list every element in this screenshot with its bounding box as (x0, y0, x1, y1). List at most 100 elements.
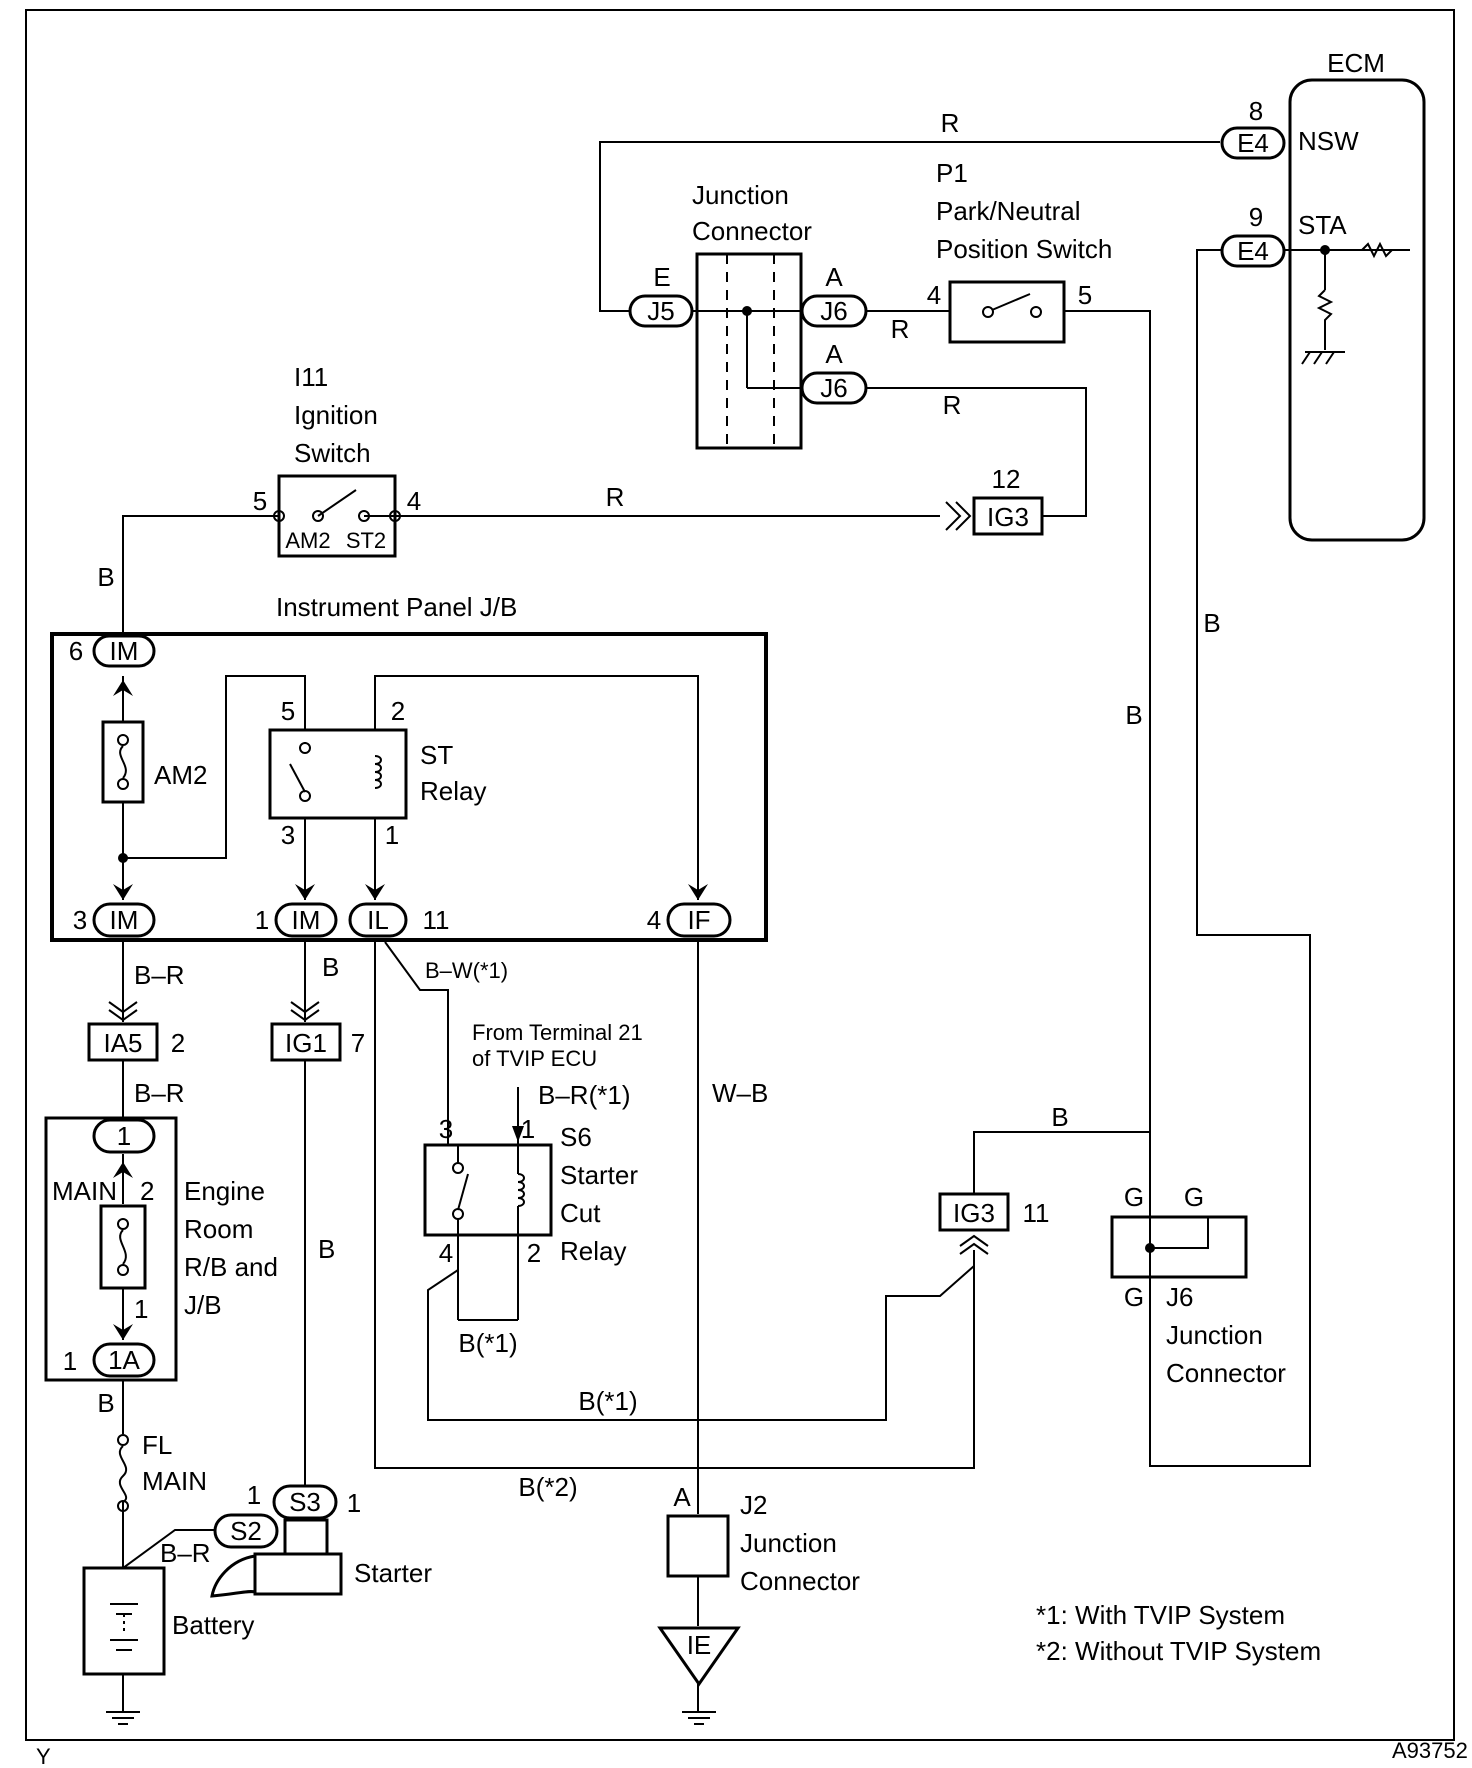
wire-br-ia5: B–R (134, 1078, 185, 1108)
wire-b-ig1: B (322, 952, 339, 982)
nsw-connector-label: E4 (1237, 128, 1269, 158)
s6-p1: 1 (521, 1114, 535, 1144)
er-top-label: 1 (117, 1121, 131, 1151)
s6-line2: Cut (560, 1198, 601, 1228)
figure-id: A93752 (1392, 1738, 1468, 1763)
j5-label: J5 (647, 296, 674, 326)
wire-r-j6b: R (943, 390, 962, 420)
wire-b-ig3: B (1051, 1102, 1068, 1132)
im-top-pin: 6 (69, 636, 83, 666)
im-top-label: IM (110, 636, 139, 666)
nsw-pin: 8 (1249, 96, 1263, 126)
sta-pin: 9 (1249, 202, 1263, 232)
j2-line2: Connector (740, 1566, 860, 1596)
wire-labels: R R R R B B B B–R B B–W(*1) B–R B B–R(*1… (97, 108, 1220, 1568)
st-relay (268, 728, 408, 820)
fl-line2: MAIN (142, 1466, 207, 1496)
il-pin: 11 (423, 905, 450, 935)
er-1a-pin: 1 (63, 1346, 77, 1376)
j5-tag: E (653, 262, 670, 292)
ig1-label: IG1 (285, 1028, 327, 1058)
er-line3: R/B and (184, 1252, 278, 1282)
jc-top-line1: Junction (692, 180, 789, 210)
ign-pin-left: 5 (253, 486, 267, 516)
pn-code: P1 (936, 158, 968, 188)
ecm: ECM E4 8 NSW E4 9 STA (1220, 48, 1426, 542)
j6-bottom-junction: G G G J6 Junction Connector (1110, 1182, 1286, 1388)
footnotes: *1: With TVIP System *2: Without TVIP Sy… (1036, 1600, 1321, 1666)
er-p1: 1 (134, 1294, 148, 1324)
s2-connector (213, 1513, 279, 1549)
im-bm-pin: 1 (255, 905, 269, 935)
s6-line1: Starter (560, 1160, 638, 1190)
wire-b1-relay: B(*1) (458, 1328, 517, 1358)
instrument-panel-jb: Instrument Panel J/B IM 6 AM2 ST Relay 5… (50, 592, 768, 942)
wire-b-fl: B (97, 1388, 114, 1418)
junction-connector-top: Junction Connector J5 E J6 A J6 A (628, 180, 868, 450)
nsw-connector (1220, 126, 1286, 160)
if-connector (666, 902, 732, 938)
ig3-top-pin: 12 (992, 464, 1021, 494)
fl-line1: FL (142, 1430, 172, 1460)
corner-left-mark: Y (36, 1744, 51, 1768)
am2-label: AM2 (154, 760, 207, 790)
ig3-top-label: IG3 (987, 502, 1029, 532)
st-relay-line1: ST (420, 740, 453, 770)
s2-label: S2 (230, 1516, 262, 1546)
st-relay-p3: 3 (281, 820, 295, 850)
s3-right: 1 (347, 1488, 361, 1518)
j6a-tag: A (825, 262, 843, 292)
j2-line1: Junction (740, 1528, 837, 1558)
j6a-label: J6 (820, 296, 847, 326)
sta-connector-label: E4 (1237, 236, 1269, 266)
im-bm-label: IM (292, 905, 321, 935)
ground-ie-label: IE (687, 1630, 712, 1660)
fusible-link: FL MAIN (117, 1430, 207, 1512)
ig1-connector: IG1 7 (270, 1001, 365, 1062)
nsw-label: NSW (1298, 126, 1359, 156)
st-relay-p1: 1 (385, 820, 399, 850)
starter-cut-relay: From Terminal 21 of TVIP ECU 3 1 4 2 S6 … (423, 1020, 643, 1268)
s6-from2: of TVIP ECU (472, 1046, 597, 1071)
battery-label: Battery (172, 1610, 254, 1640)
ipjb-title: Instrument Panel J/B (276, 592, 517, 622)
ign-t-st2: ST2 (346, 528, 386, 553)
st-relay-p5: 5 (281, 696, 295, 726)
ig3-bot-label: IG3 (953, 1198, 995, 1228)
im-bl-label: IM (110, 905, 139, 935)
ecm-title: ECM (1327, 48, 1385, 78)
ia5-pin: 2 (171, 1028, 185, 1058)
il-label: IL (367, 905, 389, 935)
j2-tag: A (673, 1482, 691, 1512)
s3-label: S3 (289, 1487, 321, 1517)
j6b-connector (800, 371, 868, 405)
ign-line2: Switch (294, 438, 371, 468)
ig3-top: IG3 12 (945, 464, 1044, 536)
j6-line2: Connector (1166, 1358, 1286, 1388)
starter-motor: S3 1 1 S2 Starter (210, 1480, 432, 1598)
ia5-connector: IA5 2 (87, 1001, 185, 1062)
engine-room-rb: 1 MAIN 2 1 1A 1 Engine Room R/B and J/B (44, 1116, 278, 1382)
wire-br-s6: B–R(*1) (538, 1080, 630, 1110)
j6-g3: G (1124, 1282, 1144, 1312)
j6a-connector (800, 294, 868, 328)
s3-left: 1 (247, 1480, 261, 1510)
ig1-pin: 7 (351, 1028, 365, 1058)
s3-connector (272, 1484, 338, 1520)
er-1a-label: 1A (108, 1345, 140, 1375)
ignition-switch: I11 Ignition Switch AM2 ST2 5 4 (253, 362, 421, 558)
jc-top-line2: Connector (692, 216, 812, 246)
er-1a-connector (92, 1342, 156, 1378)
il-connector (348, 902, 408, 938)
im-bl-connector (92, 902, 156, 938)
wire-r-top: R (941, 108, 960, 138)
resistor-symbol (1316, 289, 1334, 350)
st-relay-p2: 2 (391, 696, 405, 726)
wire-b-ign: B (97, 562, 114, 592)
battery: Battery (82, 1566, 254, 1725)
ia5-label: IA5 (103, 1028, 142, 1058)
er-line1: Engine (184, 1176, 265, 1206)
wire-r-ign: R (606, 482, 625, 512)
im-bl-pin: 3 (73, 905, 87, 935)
j6-line1: Junction (1166, 1320, 1263, 1350)
